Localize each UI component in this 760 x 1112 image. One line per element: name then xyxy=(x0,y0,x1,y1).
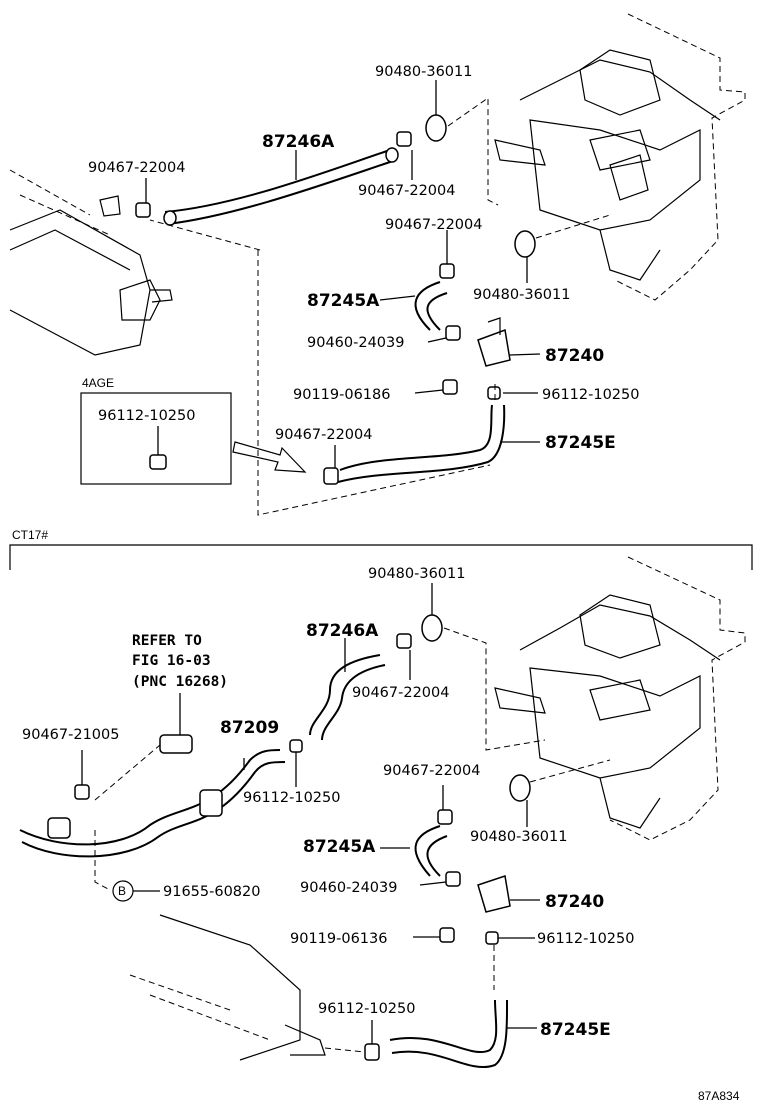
hose-87246A-top xyxy=(164,149,397,225)
engine-block-bottom xyxy=(129,914,326,1061)
label-90119-06186-top: 90119-06186 xyxy=(293,387,391,403)
label-96112-10250-box: 96112-10250 xyxy=(98,408,196,424)
label-87246A-top: 87246A xyxy=(262,132,335,152)
label-90467-22004-bottom-b: 90467-22004 xyxy=(383,763,481,779)
label-96112-10250-bottom-c: 96112-10250 xyxy=(318,1001,416,1017)
hose-87209 xyxy=(19,749,286,858)
throttle-body-top xyxy=(494,13,746,301)
label-96112-10250-bottom-a: 96112-10250 xyxy=(243,790,341,806)
top-assembly xyxy=(9,13,746,516)
hose-87246A-bottom xyxy=(309,654,386,741)
label-87240-top: 87240 xyxy=(545,346,604,366)
label-96112-10250-top: 96112-10250 xyxy=(542,387,640,403)
hose-87245A-top xyxy=(414,281,448,331)
section-bracket xyxy=(9,544,753,570)
label-87245A-bottom: 87245A xyxy=(303,837,376,857)
hose-87245A-bottom xyxy=(414,825,448,877)
label-refer-pnc: (PNC 16268) xyxy=(132,674,228,690)
label-87245A-top: 87245A xyxy=(307,291,380,311)
label-90467-21005: 90467-21005 xyxy=(22,727,120,743)
label-87240-bottom: 87240 xyxy=(545,892,604,912)
figure-code: 87A834 xyxy=(698,1089,740,1103)
label-ct17: CT17# xyxy=(12,528,48,542)
label-b-marker: B xyxy=(118,884,126,898)
label-refer-to: REFER TO xyxy=(132,633,202,649)
hose-87245E-top xyxy=(337,404,506,483)
4age-inset-box xyxy=(80,392,232,485)
label-90467-22004-top-c: 90467-22004 xyxy=(385,217,483,233)
engine-block-top xyxy=(9,169,173,356)
label-90480-36011-bottom-b: 90480-36011 xyxy=(470,829,568,845)
label-87246A-bottom: 87246A xyxy=(306,621,379,641)
b-marker-circle xyxy=(112,880,134,902)
label-90467-22004-bottom-a: 90467-22004 xyxy=(352,685,450,701)
label-90467-22004-top-a: 90467-22004 xyxy=(88,160,186,176)
label-4age: 4AGE xyxy=(82,376,114,390)
label-90119-06136: 90119-06136 xyxy=(290,931,388,947)
throttle-body-bottom xyxy=(494,556,746,841)
bottom-assembly xyxy=(19,556,746,1068)
label-90480-36011-top-a: 90480-36011 xyxy=(375,64,473,80)
label-90480-36011-top-b: 90480-36011 xyxy=(473,287,571,303)
label-87245E-bottom: 87245E xyxy=(540,1020,611,1040)
label-90460-24039-bottom: 90460-24039 xyxy=(300,880,398,896)
label-96112-10250-bottom-b: 96112-10250 xyxy=(537,931,635,947)
label-90460-24039-top: 90460-24039 xyxy=(307,335,405,351)
arrow-icon xyxy=(232,441,307,473)
label-87209: 87209 xyxy=(220,718,279,738)
label-refer-fig: FIG 16-03 xyxy=(132,653,211,669)
label-87245E-top: 87245E xyxy=(545,433,616,453)
label-91655-60820: 91655-60820 xyxy=(163,884,261,900)
hose-87245E-bottom xyxy=(389,999,509,1068)
label-90467-22004-top-d: 90467-22004 xyxy=(275,427,373,443)
label-90480-36011-bottom-a: 90480-36011 xyxy=(368,566,466,582)
label-90467-22004-top-b: 90467-22004 xyxy=(358,183,456,199)
